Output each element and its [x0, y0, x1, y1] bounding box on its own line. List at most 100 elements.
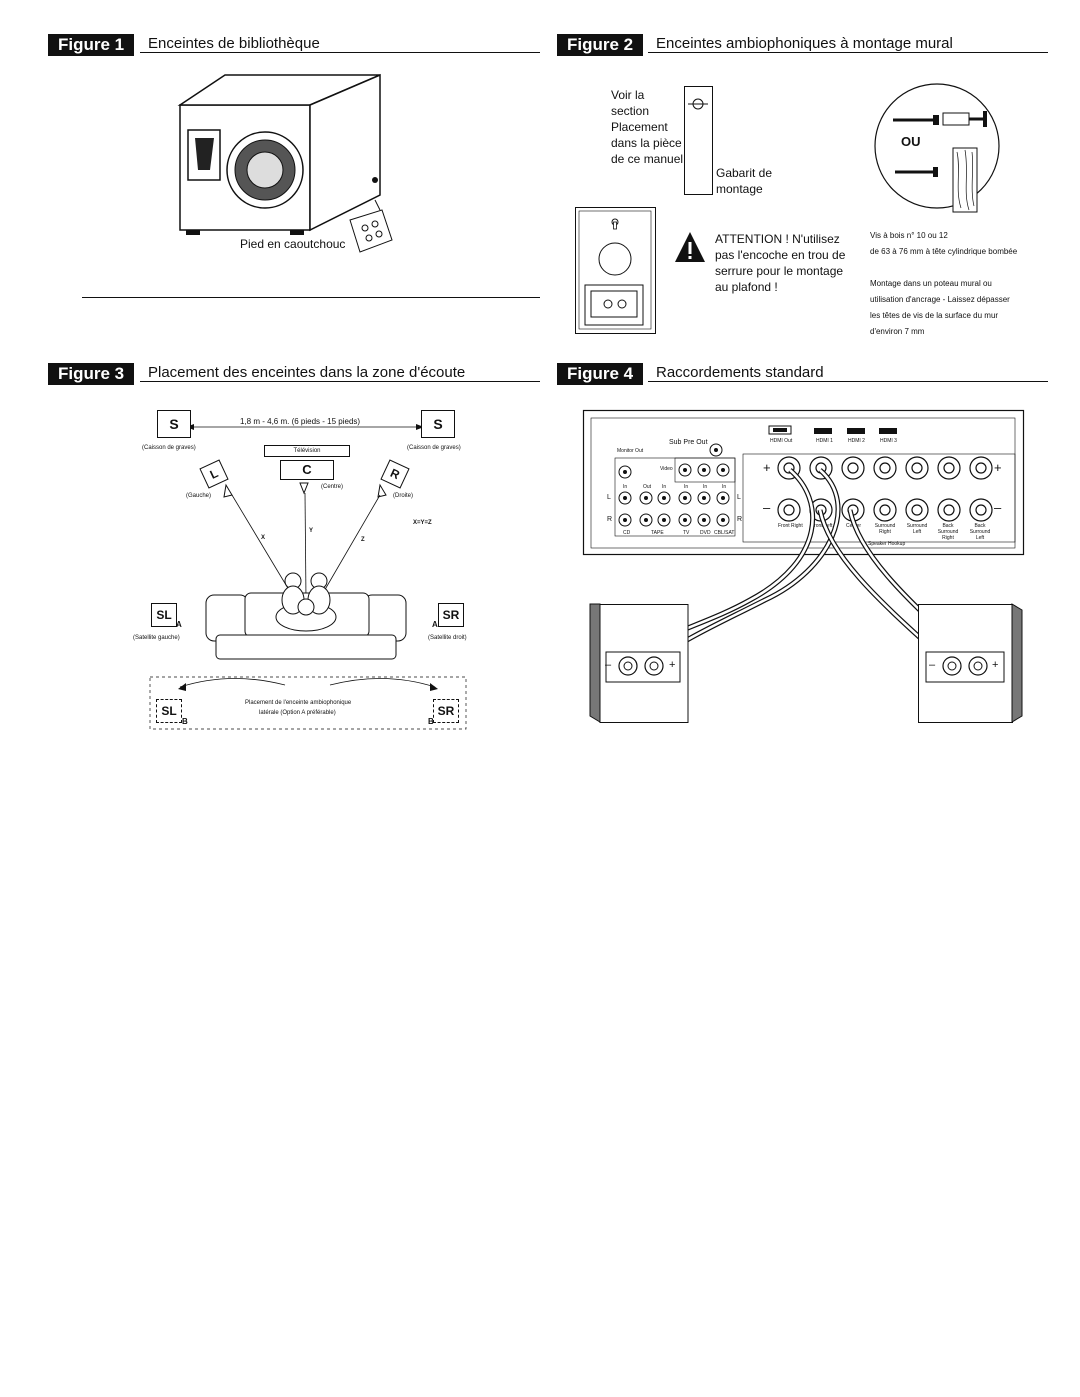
- figure-2-rule: [648, 52, 1048, 53]
- left-spk-plus: +: [669, 659, 676, 671]
- figure-2-tag: Figure 2: [557, 34, 644, 56]
- surround-right-b-box: SR: [433, 699, 459, 723]
- attention-line-4: au plafond !: [715, 280, 778, 294]
- surround-right-a-tag: A: [432, 620, 438, 629]
- terminal-plus-left: +: [763, 460, 771, 475]
- distance-y: Y: [309, 528, 314, 534]
- source-cbl-sat: CBL/SAT: [714, 530, 735, 536]
- io-label-5: In: [703, 484, 708, 490]
- speaker-label-front-left: Front Left: [811, 523, 833, 529]
- mount-note-line-2: utilisation d'ancrage - Laissez dépasser: [870, 295, 1010, 304]
- io-label-3: In: [662, 484, 667, 490]
- right-caption: (Droite): [393, 493, 414, 499]
- distance-equation: X=Y=Z: [413, 520, 432, 526]
- speaker-label-surround-right: Surround Right: [874, 523, 896, 535]
- attention-line-2: pas l'encoche en trou de: [715, 248, 846, 262]
- see-section-line-3: Placement: [611, 120, 668, 134]
- mount-note-line-3: les têtes de vis de la surface du mur: [870, 311, 999, 320]
- template-label-line-2: montage: [716, 182, 763, 196]
- surround-note-line-1: Placement de l'enceinte ambiophonique: [245, 700, 352, 706]
- subwoofer-left-caption: (Caisson de graves): [142, 445, 196, 451]
- left-speaker-back: [589, 603, 689, 723]
- screw-title: Vis à bois n° 10 ou 12: [870, 231, 948, 240]
- terminal-minus-left: –: [763, 500, 771, 515]
- source-tape: TAPE: [651, 530, 664, 536]
- source-tv: TV: [683, 530, 690, 536]
- speaker-label-surround-left: Surround Left: [906, 523, 928, 535]
- speaker-label-front-right: Front Right: [778, 523, 803, 529]
- distance-x: X: [261, 535, 266, 541]
- io-label-4: In: [684, 484, 689, 490]
- attention-line-3: serrure pour le montage: [715, 264, 844, 278]
- source-cd: CD: [623, 530, 631, 536]
- video-label: Video: [660, 466, 673, 472]
- sub-pre-out-label: Sub Pre Out: [669, 439, 708, 446]
- satellite-right-caption: (Satellite droit): [428, 635, 467, 641]
- surround-left-b-box: SL: [156, 699, 182, 723]
- speaker-label-back-surround-left: Back Surround Left: [969, 523, 991, 541]
- see-section-line-2: section: [611, 104, 650, 118]
- figure-1-title: Enceintes de bibliothèque: [148, 35, 320, 52]
- figure-4-title: Raccordements standard: [656, 364, 824, 381]
- channel-right-label-right: R: [737, 516, 743, 523]
- ou-label: OU: [901, 134, 921, 149]
- figure-4-tag: Figure 4: [557, 363, 644, 385]
- center-speaker-box: C: [280, 460, 334, 480]
- distance-z: Z: [361, 537, 365, 543]
- subwoofer-right-caption: (Caisson de graves): [407, 445, 461, 451]
- io-label-6: In: [722, 484, 727, 490]
- figure-2-title: Enceintes ambiophoniques à montage mural: [656, 35, 953, 52]
- left-caption: (Gauche): [186, 493, 212, 499]
- figure-3-tag: Figure 3: [48, 363, 135, 385]
- wall-speaker-back-illustration: [575, 207, 656, 334]
- mount-note-line-1: Montage dans un poteau mural ou: [870, 279, 992, 288]
- figure-1-rule: [140, 52, 540, 53]
- hdmi-3-label: HDMI 3: [880, 438, 897, 444]
- screw-detail-illustration: [874, 83, 1000, 213]
- satellite-left-caption: (Satellite gauche): [133, 635, 180, 641]
- io-label-1: In: [623, 484, 628, 490]
- mount-note-line-4: d'environ 7 mm: [870, 327, 925, 336]
- speaker-label-back-surround-right: Back Surround Right: [937, 523, 959, 541]
- bookshelf-speaker-illustration: [177, 73, 393, 253]
- terminal-minus-right: –: [994, 500, 1002, 515]
- mounting-template-illustration: [684, 86, 713, 195]
- figure-3-rule: [140, 381, 540, 382]
- channel-left-label-right: L: [737, 494, 741, 501]
- template-label-line-1: Gabarit de: [716, 166, 773, 180]
- right-spk-plus: +: [992, 659, 999, 671]
- center-caption: (Centre): [321, 484, 344, 490]
- speaker-hookup-label: Speaker Hookup: [868, 541, 906, 547]
- figure-3-title: Placement des enceintes dans la zone d'é…: [148, 364, 466, 381]
- subwoofer-right-box: S: [421, 410, 455, 438]
- figure-4-rule: [648, 381, 1048, 382]
- right-speaker-back: [918, 603, 1023, 723]
- placement-diagram: [149, 424, 467, 730]
- figure-1-tag: Figure 1: [48, 34, 135, 56]
- left-spk-minus: –: [605, 659, 612, 671]
- see-section-line-4: dans la pièce: [611, 136, 682, 150]
- hdmi-out-label: HDMI Out: [770, 438, 793, 444]
- channel-right-label: R: [607, 516, 613, 523]
- screw-spec: de 63 à 76 mm à tête cylindrique bombée: [870, 247, 1018, 256]
- right-spk-minus: –: [929, 659, 936, 671]
- subwoofer-left-box: S: [157, 410, 191, 438]
- surround-right-a-box: SR: [438, 603, 464, 627]
- see-section-line-1: Voir la: [611, 88, 645, 102]
- rubber-foot-label: Pied en caoutchouc: [240, 237, 346, 251]
- surround-left-a-tag: A: [176, 620, 182, 629]
- terminal-plus-right: +: [994, 460, 1002, 475]
- io-label-2: Out: [643, 484, 652, 490]
- hdmi-1-label: HDMI 1: [816, 438, 833, 444]
- source-dvd: DVD: [700, 530, 711, 536]
- warning-icon: [675, 232, 705, 262]
- monitor-out-label: Monitor Out: [617, 448, 644, 454]
- see-section-line-5: de ce manuel: [611, 152, 684, 166]
- surround-right-b-tag: B: [428, 717, 434, 726]
- surround-left-a-box: SL: [151, 603, 177, 627]
- channel-left-label: L: [607, 494, 611, 501]
- distance-label: 1,8 m - 4,6 m. (6 pieds - 15 pieds): [240, 417, 361, 426]
- attention-line-1: ATTENTION ! N'utilisez: [715, 232, 840, 246]
- hdmi-2-label: HDMI 2: [848, 438, 865, 444]
- surround-note-line-2: latérale (Option A préférable): [259, 710, 336, 716]
